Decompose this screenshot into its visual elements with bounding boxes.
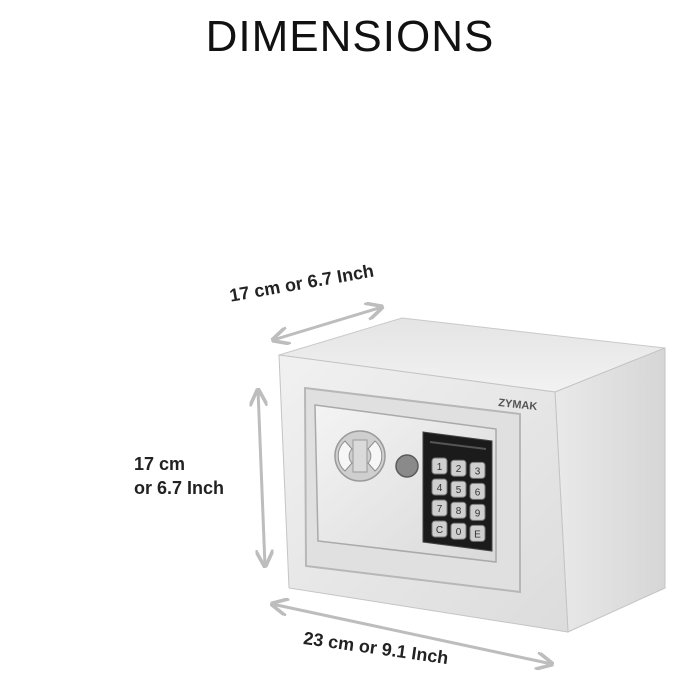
handle-knob	[334, 430, 386, 482]
keypad-key-label: 7	[437, 504, 443, 515]
keypad-key-label: 9	[475, 508, 481, 519]
height-dimension-label: 17 cm or 6.7 Inch	[134, 452, 224, 500]
keypad-key-label: 8	[456, 506, 462, 517]
height-arrow	[258, 390, 265, 566]
page-title: DIMENSIONS	[205, 12, 495, 61]
keypad-key-label: 1	[437, 462, 443, 473]
keypad-key	[469, 461, 486, 479]
keypad-key	[431, 478, 448, 496]
keypad-key-label: C	[436, 525, 443, 536]
keypad-key	[450, 459, 467, 477]
height-dimension-line2: or 6.7 Inch	[134, 478, 225, 498]
keypad-key-label: 2	[456, 464, 462, 475]
keypad-key-label: 4	[437, 483, 443, 494]
keypad-key-label: E	[474, 529, 481, 540]
keypad-key	[431, 499, 448, 517]
keypad-key	[431, 457, 448, 475]
keypad-key	[450, 480, 467, 498]
safe-side	[554, 347, 666, 633]
keypad-key	[431, 520, 448, 538]
keypad-key	[450, 501, 467, 519]
safe-body: 1 2 3 4 5 6 7 8 9C 0 E	[278, 317, 666, 633]
keypad-key-label: 3	[475, 466, 481, 477]
key-lock	[395, 454, 419, 478]
brand-logo: ZYMAK	[498, 397, 538, 413]
keypad-key	[469, 503, 486, 521]
height-dimension-line1: 17 cm	[134, 454, 186, 474]
width-arrow	[272, 604, 552, 664]
keypad-keys: 1 2 3 4 5 6 7 8 9C 0 E	[431, 457, 486, 542]
keypad-key	[469, 482, 486, 500]
keypad-key-label: 5	[456, 485, 462, 496]
keypad-key	[469, 524, 486, 542]
depth-arrow	[273, 307, 382, 340]
keypad-key	[450, 522, 467, 540]
keypad-key-label: 0	[456, 527, 462, 538]
keypad-key-label: 6	[475, 487, 481, 498]
